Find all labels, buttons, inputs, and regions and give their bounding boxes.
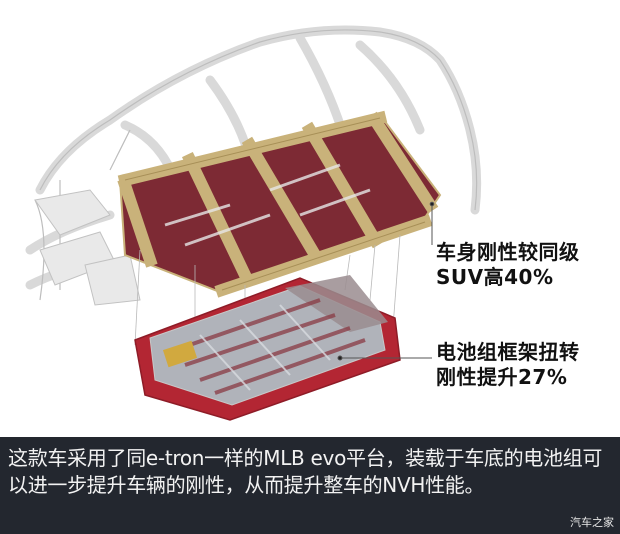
watermark: 汽车之家 — [570, 516, 614, 529]
callout-line: SUV高40% — [436, 265, 554, 289]
caption-bar: 这款车采用了同e-tron一样的MLB evo平台，装载于车底的电池组可以进一步… — [0, 437, 620, 534]
callout-line: 刚性提升27% — [436, 365, 568, 389]
car-chassis-illustration — [25, 25, 482, 421]
caption-text: 这款车采用了同e-tron一样的MLB evo平台，装载于车底的电池组可以进一步… — [8, 446, 603, 497]
battery-pack — [134, 275, 401, 421]
front-subframe — [34, 189, 141, 306]
body-rigidity-callout: 车身刚性较同级 SUV高40% — [436, 240, 580, 290]
callout-line: 车身刚性较同级 — [436, 240, 580, 264]
illustration-area: 车身刚性较同级 SUV高40% 电池组框架扭转 刚性提升27% — [25, 25, 580, 421]
callout-leaders — [337, 201, 435, 361]
battery-frame-callout: 电池组框架扭转 刚性提升27% — [436, 340, 580, 390]
callout-line: 电池组框架扭转 — [436, 340, 580, 364]
floor-frame — [117, 110, 442, 298]
